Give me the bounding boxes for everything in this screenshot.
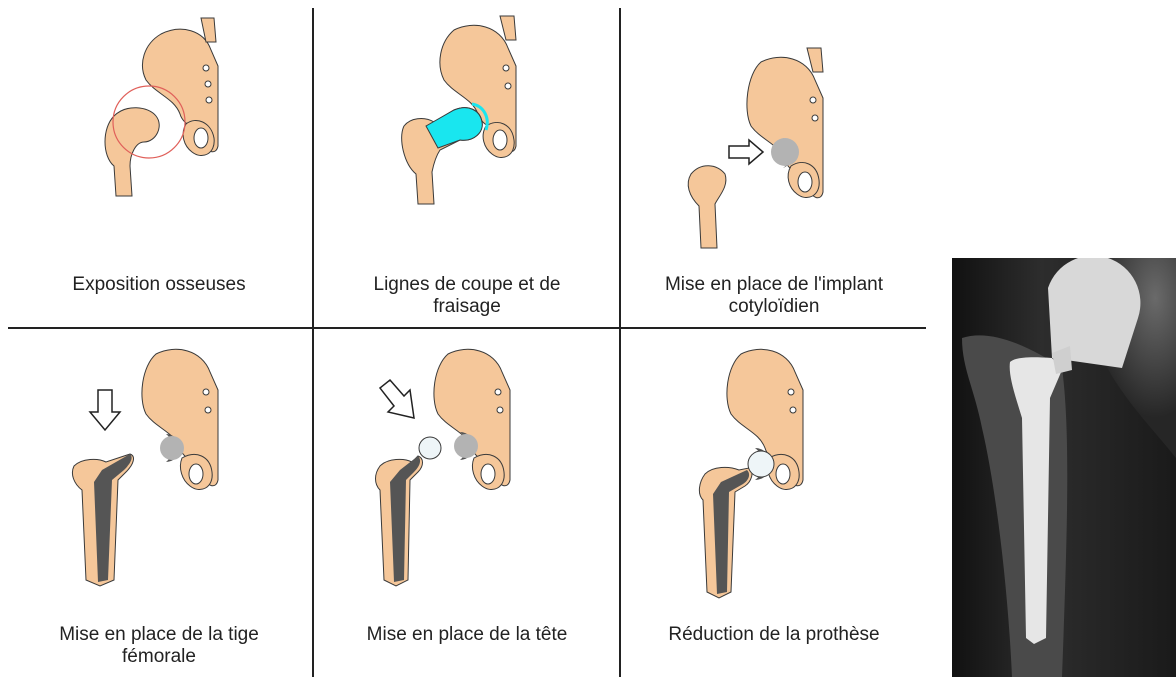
- arrow-right-icon: [729, 140, 763, 164]
- divider-horizontal: [8, 327, 926, 329]
- step-cut-lines: Lignes de coupe et de fraisage: [314, 6, 620, 326]
- step-caption: Mise en place de la tête: [324, 624, 610, 646]
- hip-prosthesis-xray: [952, 258, 1176, 677]
- pelvis-illustration: [6, 330, 312, 630]
- arrow-diagonal-icon: [380, 380, 414, 418]
- step-caption: Réduction de la prothèse: [631, 624, 917, 646]
- step-caption: Mise en place de la tige fémorale: [16, 624, 302, 668]
- step-caption: Lignes de coupe et de fraisage: [324, 274, 610, 318]
- step-acetabular-implant: Mise en place de l'implant cotyloïdien: [621, 6, 927, 326]
- step-femoral-head: Mise en place de la tête: [314, 330, 620, 650]
- step-femoral-stem: Mise en place de la tige fémorale: [6, 330, 312, 650]
- step-caption: Mise en place de l'implant cotyloïdien: [631, 274, 917, 318]
- step-reduction: Réduction de la prothèse: [621, 330, 927, 650]
- pelvis-illustration: [314, 330, 620, 630]
- surgical-steps-grid: Exposition osseuses Lignes de coupe et d…: [0, 0, 930, 677]
- xray-image: [952, 258, 1176, 677]
- arrow-down-icon: [90, 390, 120, 430]
- step-exposition: Exposition osseuses: [6, 6, 312, 326]
- pelvis-illustration: [621, 330, 927, 630]
- step-caption: Exposition osseuses: [16, 274, 302, 296]
